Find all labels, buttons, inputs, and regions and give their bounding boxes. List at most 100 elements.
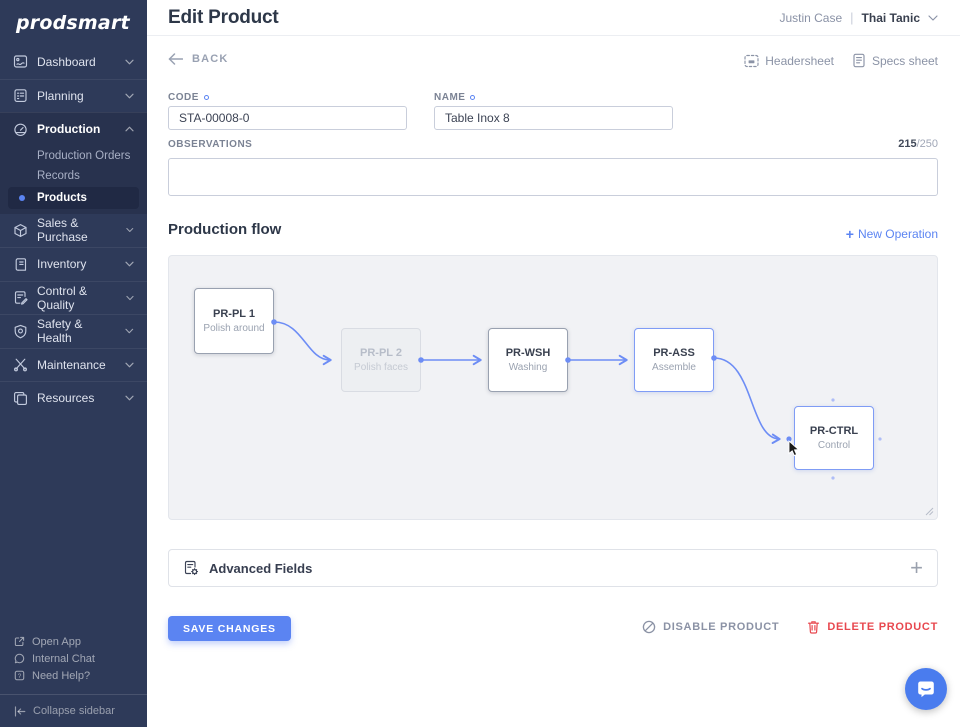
- footer-link-label: Open App: [32, 635, 81, 648]
- sidebar-item-production[interactable]: Production: [0, 112, 147, 146]
- chevron-down-icon: [125, 59, 134, 65]
- sidebar-item-label: Safety & Health: [37, 317, 83, 346]
- node-code: PR-WSH: [505, 347, 551, 359]
- sidebar-item-products[interactable]: Products: [8, 186, 139, 209]
- flow-node-pr-ctrl[interactable]: PR-CTRL Control: [794, 406, 874, 470]
- sub-item-label: Products: [37, 191, 87, 204]
- sidebar-item-maintenance[interactable]: Maintenance: [0, 347, 147, 382]
- headersheet-button[interactable]: Headersheet: [744, 53, 834, 68]
- chevron-down-icon: [125, 362, 134, 368]
- node-code: PR-CTRL: [809, 425, 859, 437]
- collapse-sidebar-button[interactable]: Collapse sidebar: [0, 694, 147, 727]
- info-dot-icon[interactable]: [203, 95, 209, 100]
- advanced-fields-icon: [184, 560, 199, 576]
- sidebar-item-control-quality[interactable]: Control & Quality: [0, 280, 147, 315]
- back-button[interactable]: BACK: [168, 53, 229, 65]
- code-label-text: CODE: [168, 92, 199, 103]
- sidebar-item-label: Sales & Purchase: [37, 216, 88, 245]
- chat-launcher-button[interactable]: [905, 668, 947, 710]
- new-operation-label: New Operation: [857, 227, 938, 241]
- delete-product-label: DELETE PRODUCT: [827, 621, 938, 633]
- resize-handle[interactable]: [924, 506, 934, 516]
- char-limit: /250: [916, 138, 938, 150]
- sidebar-footer: Open App Internal Chat ? Need Help? Coll…: [0, 633, 147, 727]
- dashboard-icon: [13, 55, 28, 68]
- sidebar-item-production-orders[interactable]: Production Orders: [0, 146, 147, 166]
- plus-icon: +: [910, 555, 923, 580]
- mouse-cursor: [788, 440, 800, 457]
- observations-label-text: OBSERVATIONS: [168, 139, 253, 150]
- divider: |: [850, 10, 854, 25]
- sidebar-item-planning[interactable]: Planning: [0, 78, 147, 113]
- disable-product-button[interactable]: DISABLE PRODUCT: [642, 620, 779, 634]
- production-flow-canvas[interactable]: PR-PL 1 Polish around PR-PL 2 Polish fac…: [168, 255, 938, 520]
- sidebar-item-records[interactable]: Records: [0, 166, 147, 186]
- need-help-link[interactable]: ? Need Help?: [0, 667, 147, 684]
- observations-textarea[interactable]: [168, 158, 938, 196]
- sidebar-item-sales-purchase[interactable]: Sales & Purchase: [0, 214, 147, 248]
- flow-node-pr-ass[interactable]: PR-ASS Assemble: [634, 328, 714, 392]
- sidebar-item-label: Resources: [37, 391, 95, 406]
- chevron-down-icon: [125, 328, 134, 334]
- save-changes-button[interactable]: SAVE CHANGES: [168, 616, 291, 641]
- specs-sheet-button[interactable]: Specs sheet: [852, 53, 938, 68]
- sub-item-label: Records: [37, 169, 80, 182]
- name-input[interactable]: [434, 106, 673, 130]
- chevron-down-icon: [126, 295, 134, 300]
- advanced-fields-label: Advanced Fields: [209, 560, 313, 576]
- sidebar-item-label: Inventory: [37, 257, 87, 272]
- delete-product-button[interactable]: DELETE PRODUCT: [807, 620, 938, 634]
- collapse-label: Collapse sidebar: [33, 705, 115, 717]
- chat-bubble-icon: [14, 653, 25, 664]
- sidebar-item-label: Dashboard: [37, 54, 96, 69]
- char-current: 215: [898, 138, 917, 150]
- arrow-left-icon: [168, 53, 183, 65]
- new-operation-button[interactable]: + New Operation: [846, 226, 938, 242]
- flow-node-pr-pl-2[interactable]: PR-PL 2 Polish faces: [341, 328, 421, 392]
- sidebar-item-label: Production: [37, 122, 101, 137]
- user-menu[interactable]: Justin Case | Thai Tanic: [779, 10, 938, 25]
- internal-chat-link[interactable]: Internal Chat: [0, 650, 147, 667]
- planning-icon: [14, 89, 27, 103]
- code-input[interactable]: [168, 106, 407, 130]
- active-bullet-icon: [19, 194, 25, 201]
- shield-icon: [14, 324, 27, 339]
- disable-product-label: DISABLE PRODUCT: [663, 621, 780, 633]
- org-name: Thai Tanic: [861, 10, 920, 25]
- chevron-down-icon: [125, 93, 134, 99]
- sidebar-item-inventory[interactable]: Inventory: [0, 247, 147, 281]
- node-name: Assemble: [652, 362, 696, 373]
- name-label: NAME: [434, 92, 476, 103]
- chevron-down-icon: [126, 228, 134, 233]
- sidebar-item-dashboard[interactable]: Dashboard: [0, 45, 147, 79]
- info-dot-icon[interactable]: [470, 95, 476, 100]
- sidebar-group-production: Production Production Orders Records Pro…: [0, 112, 147, 214]
- node-code: PR-PL 1: [213, 308, 255, 320]
- sidebar-item-label: Planning: [37, 88, 84, 103]
- name-label-text: NAME: [434, 92, 466, 103]
- sub-item-label: Production Orders: [37, 149, 131, 162]
- open-app-link[interactable]: Open App: [0, 633, 147, 650]
- node-name: Control: [817, 440, 851, 451]
- page-title: Edit Product: [168, 6, 279, 28]
- sidebar: prodsmart Dashboard Planning Production …: [0, 0, 147, 727]
- sidebar-item-safety-health[interactable]: Safety & Health: [0, 314, 147, 348]
- copy-icon: [14, 391, 27, 405]
- char-counter: 215/250: [898, 138, 938, 150]
- chevron-down-icon: [125, 395, 134, 401]
- inventory-icon: [15, 257, 27, 271]
- svg-text:?: ?: [18, 673, 22, 680]
- help-icon: ?: [14, 670, 25, 681]
- node-name: Polish around: [203, 323, 265, 334]
- sidebar-item-resources[interactable]: Resources: [0, 381, 147, 415]
- chat-smile-icon: [918, 681, 934, 698]
- code-label: CODE: [168, 92, 209, 103]
- flow-node-pr-pl-1[interactable]: PR-PL 1 Polish around: [194, 288, 274, 354]
- flow-node-pr-wsh[interactable]: PR-WSH Washing: [488, 328, 568, 392]
- node-name: Washing: [508, 362, 548, 373]
- sidebar-item-label: Maintenance: [37, 357, 106, 372]
- specs-sheet-icon: [853, 53, 865, 68]
- advanced-fields-expander[interactable]: Advanced Fields +: [168, 549, 938, 587]
- observations-label: OBSERVATIONS: [168, 139, 252, 150]
- chevron-down-icon: [125, 261, 134, 267]
